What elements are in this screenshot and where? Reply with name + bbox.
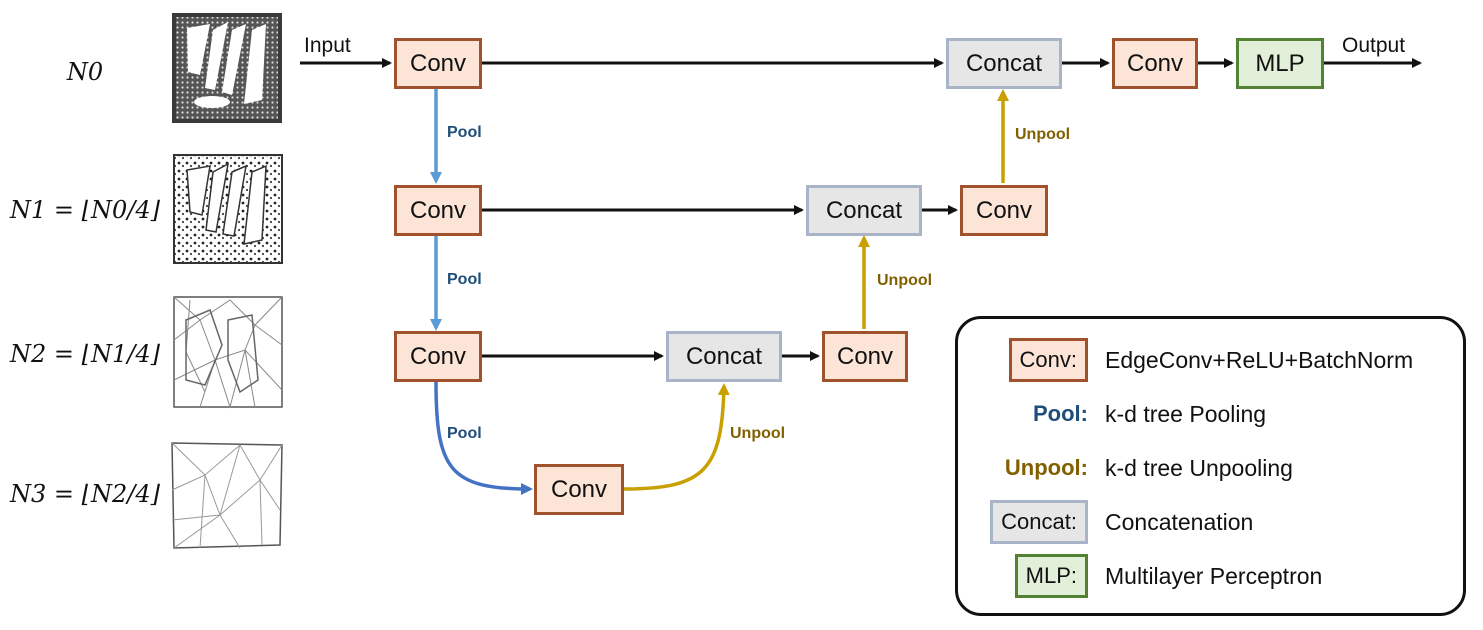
conv-node-encoder-1: Conv <box>394 185 482 236</box>
legend-key-unpool: Unpool: <box>1004 455 1088 480</box>
legend-desc-conv: EdgeConv+ReLU+BatchNorm <box>1105 346 1414 373</box>
level-label-n1: N1 = ⌊N0/4⌋ <box>10 196 160 224</box>
concat-node-1: Concat <box>806 185 922 236</box>
concat-node-0: Concat <box>946 38 1062 89</box>
mesh-n3-image <box>171 442 283 549</box>
concat-node-2: Concat <box>666 331 782 382</box>
legend-desc-concat: Concatenation <box>1105 508 1254 535</box>
level-label-n2: N2 = ⌊N1/4⌋ <box>10 340 160 368</box>
mlp-node: MLP <box>1236 38 1324 89</box>
pool-label-1: Pool <box>447 271 482 288</box>
conv-node-final: Conv <box>1112 38 1198 89</box>
conv-node-decoder-2: Conv <box>822 331 908 382</box>
unpool-label-2: Unpool <box>730 425 786 442</box>
conv-node-encoder-2: Conv <box>394 331 482 382</box>
conv-node-bottleneck: Conv <box>534 464 624 515</box>
input-label: Input <box>304 34 351 57</box>
legend-key-mlp: MLP: <box>1014 554 1088 598</box>
mesh-n2-image <box>173 296 283 409</box>
legend-row-unpool: Unpool: k-d tree Unpooling <box>958 445 1463 491</box>
unpool-arrow-2 <box>623 383 730 491</box>
legend-row-concat: Concat: Concatenation <box>958 499 1463 545</box>
legend-key-concat: Concat: <box>990 500 1088 544</box>
legend-panel: Conv: EdgeConv+ReLU+BatchNorm Pool: k-d … <box>955 316 1466 616</box>
pool-label-2: Pool <box>447 425 482 442</box>
level-label-n0: N0 <box>66 58 104 86</box>
legend-row-conv: Conv: EdgeConv+ReLU+BatchNorm <box>958 337 1463 383</box>
mesh-n0-image <box>172 13 282 123</box>
pool-arrow-2 <box>434 381 533 495</box>
conv-node-encoder-0: Conv <box>394 38 482 89</box>
legend-key-conv: Conv: <box>1008 338 1088 382</box>
output-label: Output <box>1342 34 1406 57</box>
conv-node-decoder-1: Conv <box>960 185 1048 236</box>
unpool-label-0: Unpool <box>1015 126 1071 143</box>
legend-desc-mlp: Multilayer Perceptron <box>1105 562 1323 589</box>
level-label-n3: N3 = ⌊N2/4⌋ <box>10 480 160 508</box>
pool-label-0: Pool <box>447 124 482 141</box>
legend-desc-pool: k-d tree Pooling <box>1105 400 1267 427</box>
legend-desc-unpool: k-d tree Unpooling <box>1105 454 1293 481</box>
unpool-label-1: Unpool <box>877 272 933 289</box>
legend-row-pool: Pool: k-d tree Pooling <box>958 391 1463 437</box>
mesh-n1-image <box>173 154 283 264</box>
legend-key-pool: Pool: <box>1033 401 1088 426</box>
legend-row-mlp: MLP: Multilayer Perceptron <box>958 553 1463 599</box>
